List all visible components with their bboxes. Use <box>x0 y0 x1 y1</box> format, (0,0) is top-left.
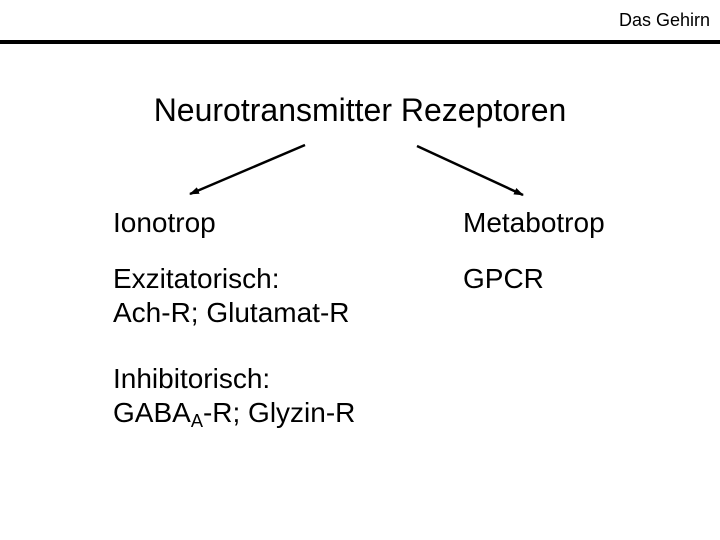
gaba-subscript: A <box>190 410 203 431</box>
left-branch-arrow-icon <box>189 143 306 196</box>
gpcr-label: GPCR <box>463 263 544 294</box>
inhibitory-label: Inhibitorisch: <box>113 363 271 394</box>
glycin-text: -R; Glyzin-R <box>202 397 356 428</box>
excitatory-label: Exzitatorisch: <box>113 263 280 294</box>
header-divider-line <box>0 40 720 44</box>
slide-title: Neurotransmitter Rezeptoren <box>153 92 567 128</box>
gaba-text: GABA <box>113 397 191 428</box>
inhibitory-group: Inhibitorisch: GABAA-R; Glyzin-R <box>113 362 355 430</box>
inhibitory-receptors: GABAA-R; Glyzin-R <box>113 396 355 430</box>
slide-header-text: Das Gehirn <box>618 10 710 30</box>
excitatory-receptors: Ach-R; Glutamat-R <box>113 297 350 328</box>
left-branch-heading: Ionotrop <box>113 207 216 238</box>
right-branch-heading: Metabotrop <box>463 207 605 238</box>
excitatory-group: Exzitatorisch: Ach-R; Glutamat-R <box>113 262 350 330</box>
right-branch-arrow-icon <box>416 144 524 197</box>
